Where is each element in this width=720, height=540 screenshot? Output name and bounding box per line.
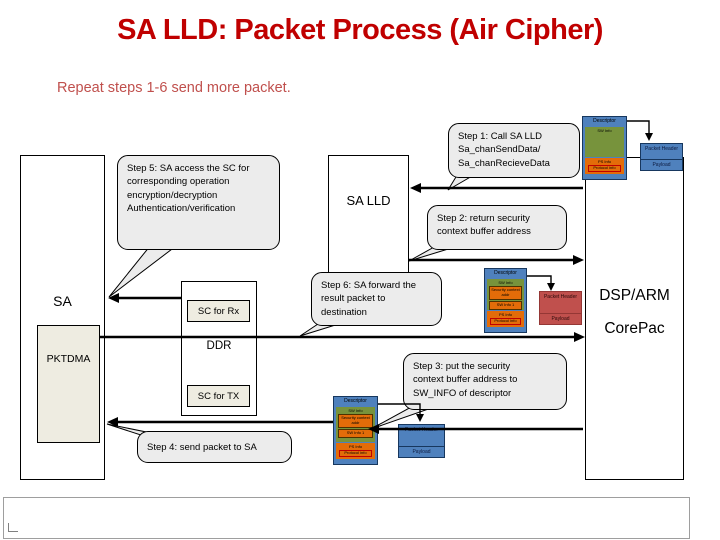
sc-for-tx-block: SC for TX [187,385,250,407]
packet-payload-cell: Payload [412,449,431,455]
descriptor-header: Descriptor [344,398,367,404]
sa-label: SA [53,293,72,309]
packet-header-cell: Packet Header [540,292,581,314]
descriptor-psinfo-section: PS Info Protocol info [336,443,375,459]
descriptor-sctx-box: Security context addr [338,414,373,428]
descriptor-protocol-box: Protocol info [339,450,372,457]
descriptor-mid-right: Descriptor SW Info Security context addr… [484,268,527,333]
dsp-arm-label: DSP/ARM [599,287,670,304]
packet-payload-cell: Payload [551,316,570,322]
descriptor-swinfo-section: SW Info [585,127,624,158]
descriptor-psinfo-label: PS Info [597,159,612,165]
descriptor-header: Descriptor [593,118,616,124]
descriptor-swinfo-label: SW Info [348,408,363,413]
dsp-arm-block: DSP/ARM CorePac [585,157,684,480]
ddr-label: DDR [206,340,232,352]
packet-box-top-right: Packet Header Payload [640,143,683,171]
descriptor-header: Descriptor [494,270,517,276]
descriptor-psinfo-label: PS Info [498,312,513,318]
descriptor-swinfo-label: SW Info [498,280,513,285]
sc-for-tx-label: SC for TX [197,391,240,402]
packet-box-bottom: Packet Header Payload [398,424,445,458]
footer-placeholder [3,497,690,539]
descriptor-word1-box: SW Info 1 [489,300,522,310]
ddr-block: SC for Rx DDR SC for TX [181,281,257,416]
descriptor-word1-box: SW Info 1 [338,428,373,438]
callout-step5: Step 5: SA access the SC for correspondi… [117,155,280,250]
callout-step6: Step 6: SA forward the result packet to … [311,272,442,326]
callout-step2: Step 2: return security context buffer a… [427,205,567,250]
sa-lld-label: SA LLD [346,193,391,208]
callout-step1: Step 1: Call SA LLD Sa_chanSendData/ Sa_… [448,123,580,178]
sc-for-rx-block: SC for Rx [187,300,250,322]
descriptor-psinfo-label: PS Info [348,444,363,450]
slide-title: SA LLD: Packet Process (Air Cipher) [117,14,603,46]
descriptor-protocol-box: Protocol info [588,165,621,172]
slide-subtitle: Repeat steps 1-6 send more packet. [57,80,291,96]
descriptor-top-right: Descriptor SW Info PS Info Protocol info [582,116,627,180]
sa-lld-block: SA LLD [328,155,409,277]
sa-block: SA PKTDMA [20,155,105,480]
pktdma-block: PKTDMA [37,325,100,443]
packet-header-cell: Packet Header [399,425,444,447]
descriptor-swinfo-section: SW Info Security context addr SW Info 1 [487,279,524,311]
descriptor-psinfo-section: PS Info Protocol info [585,158,624,174]
descriptor-psinfo-section: PS Info Protocol info [487,311,524,327]
descriptor-sctx-box: Security context addr [489,286,522,300]
descriptor-bottom: Descriptor SW Info Security context addr… [333,396,378,465]
packet-payload-cell: Payload [652,162,671,168]
corepac-label: CorePac [604,320,665,337]
pktdma-label: PKTDMA [46,353,91,365]
callout-step3: Step 3: put the security context buffer … [403,353,567,410]
sc-for-rx-label: SC for Rx [197,306,240,317]
packet-header-cell: Packet Header [641,144,682,160]
descriptor-swinfo-section: SW Info Security context addr SW Info 1 [336,407,375,443]
footer-corner-mark [8,523,18,532]
callout-step4: Step 4: send packet to SA [137,431,292,463]
packet-box-mid-right: Packet Header Payload [539,291,582,325]
descriptor-protocol-box: Protocol info [490,318,521,325]
